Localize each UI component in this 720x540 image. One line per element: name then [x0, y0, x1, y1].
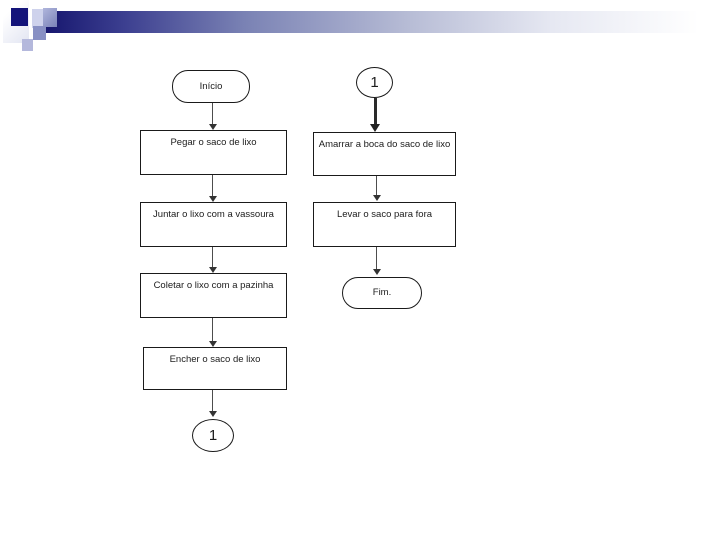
node-label-levar: Levar o saco para fora [336, 209, 433, 220]
connector-line [212, 318, 213, 341]
flowchart-node-inicio: Início [172, 70, 250, 103]
connector-line [376, 247, 377, 269]
node-label-inicio: Início [199, 80, 223, 92]
connector-line [212, 247, 213, 267]
slide-header-bar [44, 11, 712, 33]
flowchart-node-juntar: Juntar o lixo com a vassoura [140, 202, 287, 247]
arrowhead-icon [373, 195, 381, 201]
connector-label: 1 [370, 74, 379, 91]
node-label-encher: Encher o saco de lixo [169, 354, 261, 365]
flowchart-connector-1-out: 1 [192, 419, 234, 452]
connector-line-thick [374, 98, 377, 124]
arrowhead-icon [373, 269, 381, 275]
connector-line [376, 176, 377, 195]
node-label-pegar: Pegar o saco de lixo [170, 137, 257, 148]
arrowhead-icon [209, 267, 217, 273]
arrowhead-icon [209, 124, 217, 130]
arrowhead-icon [209, 341, 217, 347]
node-label-juntar: Juntar o lixo com a vassoura [153, 209, 274, 220]
deco-square-slate-mid [33, 26, 46, 40]
flowchart-connector-1-in: 1 [356, 67, 393, 98]
flowchart-node-levar: Levar o saco para fora [313, 202, 456, 247]
deco-square-slate-top [43, 8, 57, 27]
node-label-amarrar: Amarrar a boca do saco de lixo [318, 139, 451, 150]
deco-square-lavender [32, 9, 44, 28]
connector-line [212, 175, 213, 196]
flowchart-node-fim: Fim. [342, 277, 422, 309]
arrowhead-icon [370, 124, 380, 132]
arrowhead-icon [209, 411, 217, 417]
node-label-fim: Fim. [372, 287, 392, 298]
connector-line [212, 103, 213, 124]
flowchart-node-amarrar: Amarrar a boca do saco de lixo [313, 132, 456, 176]
flowchart-node-coletar: Coletar o lixo com a pazinha [140, 273, 287, 318]
flowchart-node-encher: Encher o saco de lixo [143, 347, 287, 390]
node-label-coletar: Coletar o lixo com a pazinha [153, 280, 274, 291]
deco-square-navy [11, 8, 28, 26]
deco-square-lavender-small [22, 39, 33, 51]
connector-line [212, 390, 213, 411]
connector-label: 1 [208, 427, 218, 444]
arrowhead-icon [209, 196, 217, 202]
flowchart-node-pegar: Pegar o saco de lixo [140, 130, 287, 175]
